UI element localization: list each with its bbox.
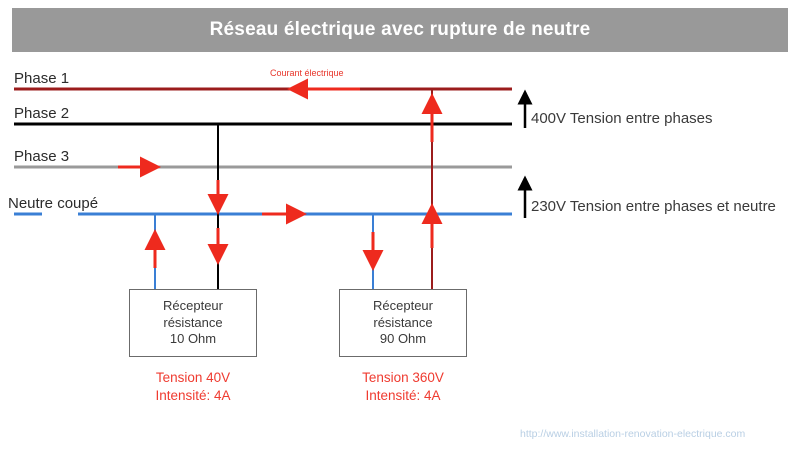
bus-label-phase-1: Phase 1 — [14, 70, 70, 87]
receiver-2-line-1: Récepteur — [373, 298, 433, 314]
receiver-2-line-2: résistance — [373, 314, 433, 330]
voltage-label-230v: 230V Tension entre phases et neutre — [531, 198, 776, 215]
receiver-2-current: Intensité: 4A — [365, 387, 441, 403]
receiver-1-line-2: résistance — [163, 314, 223, 330]
receiver-1-current: Intensité: 4A — [155, 387, 231, 403]
receiver-1-note: Tension 40V Intensité: 4A — [113, 369, 273, 404]
voltage-label-400v: 400V Tension entre phases — [531, 110, 713, 127]
current-flow-label: Courant électrique — [270, 68, 344, 78]
receiver-2-line-3: 90 Ohm — [379, 331, 427, 347]
page-title: Réseau électrique avec rupture de neutre — [209, 19, 591, 40]
bus-label-neutre: Neutre coupé — [8, 195, 99, 212]
receiver-1-voltage: Tension 40V — [155, 370, 231, 385]
footer-url: http://www.installation-renovation-elect… — [520, 428, 746, 440]
receiver-1-line-1: Récepteur — [163, 298, 223, 314]
bus-label-phase-3: Phase 3 — [14, 148, 70, 165]
receiver-2-voltage: Tension 360V — [362, 370, 444, 385]
receiver-1-line-3: 10 Ohm — [169, 331, 217, 347]
bus-label-phase-2: Phase 2 — [14, 105, 70, 122]
title-bar: Réseau électrique avec rupture de neutre — [12, 8, 788, 52]
receiver-2-note: Tension 360V Intensité: 4A — [323, 369, 483, 404]
receiver-1-box: Récepteur résistance 10 Ohm — [129, 289, 257, 357]
receiver-2-box: Récepteur résistance 90 Ohm — [339, 289, 467, 357]
